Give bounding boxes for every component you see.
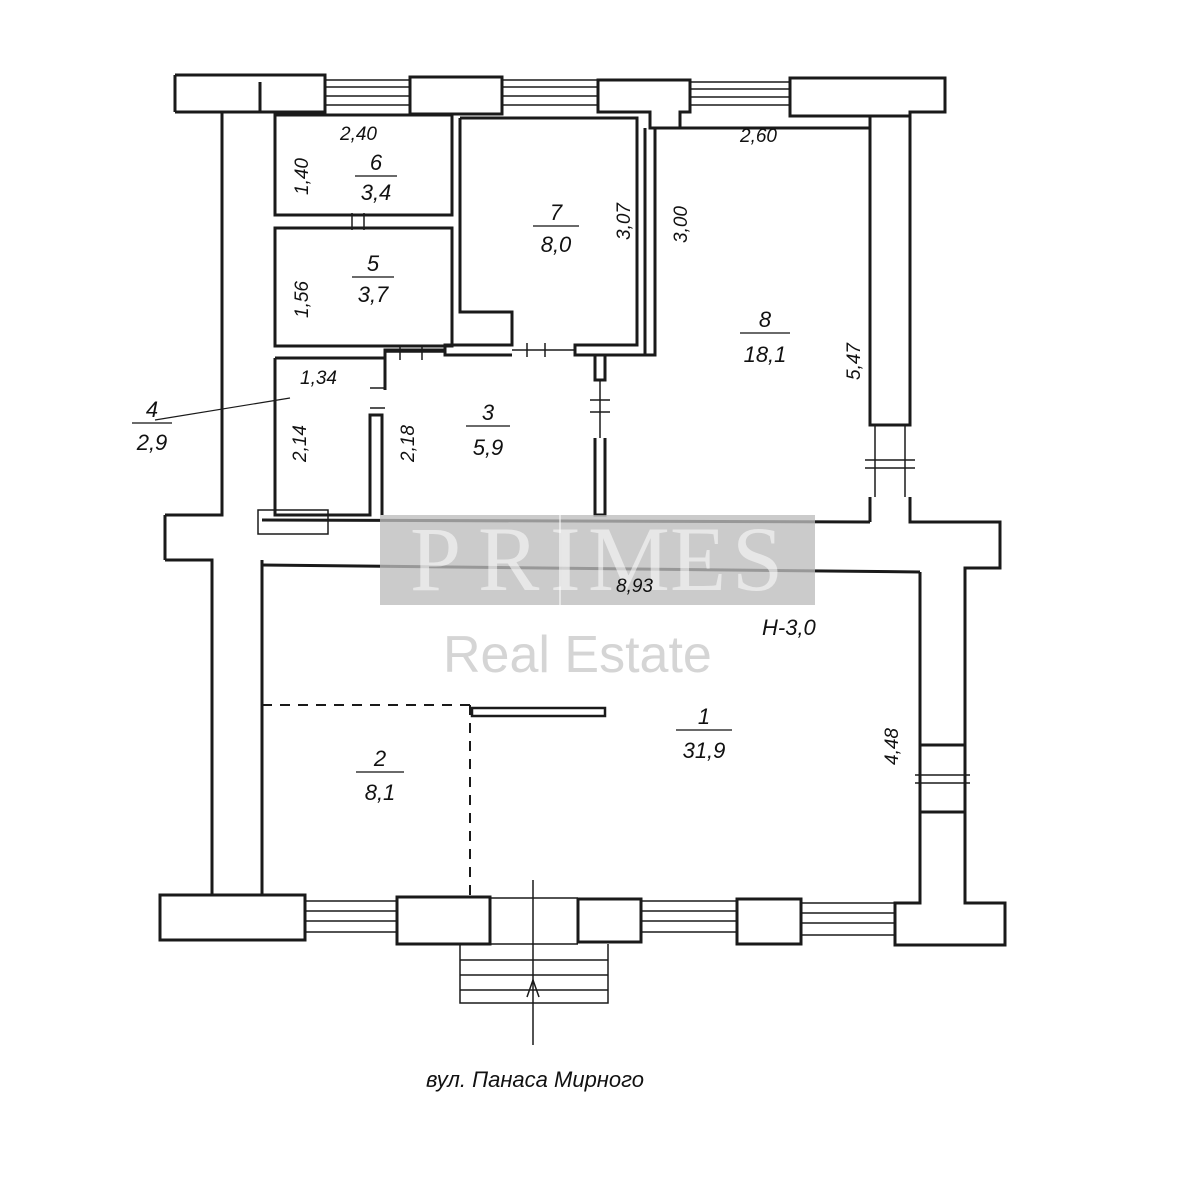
room-area: 8,0 — [541, 232, 572, 257]
room-area: 5,9 — [473, 435, 504, 460]
dimension-label: 5,47 — [844, 342, 865, 380]
right-exterior-wall — [865, 116, 1007, 947]
rooms-1-2-interior — [262, 704, 607, 897]
room-area: 31,9 — [683, 738, 726, 763]
room-number: 1 — [698, 704, 710, 729]
room-number: 8 — [759, 307, 772, 332]
room-area: 3,7 — [358, 282, 389, 307]
room-labels: 6 3,4 5 3,7 7 8,0 8 18,1 3 5,9 4 2,9 1 3… — [132, 150, 790, 805]
rooms-3-4-walls — [273, 345, 610, 517]
room-8-walls — [645, 126, 870, 357]
watermark-letter: S — [732, 508, 783, 610]
rooms-5-6-walls — [273, 113, 454, 348]
watermark-letter: P — [410, 508, 461, 610]
room-area: 3,4 — [361, 180, 392, 205]
dimension-label: 1,40 — [292, 158, 313, 195]
watermark: P R I M E S Real Estate — [380, 508, 815, 684]
watermark-letter: M — [588, 508, 670, 610]
top-windows — [325, 78, 946, 112]
room-number: 3 — [482, 400, 495, 425]
room-number: 5 — [367, 251, 380, 276]
room-number: 2 — [373, 746, 386, 771]
ceiling-height-label: Н-3,0 — [762, 615, 817, 640]
top-exterior-wall — [173, 73, 947, 130]
dimension-label: 3,00 — [671, 206, 692, 243]
watermark-letter: I — [550, 508, 581, 610]
dimension-label: 2,60 — [739, 126, 777, 147]
room-number: 6 — [370, 150, 383, 175]
dimension-label: 1,34 — [300, 368, 337, 389]
room-4-leader-line — [154, 397, 291, 421]
dimension-label: 2,14 — [290, 425, 311, 463]
watermark-band — [380, 515, 815, 605]
watermark-letter: E — [670, 508, 726, 610]
dimension-label: 2,18 — [398, 425, 419, 463]
watermark-subtitle: Real Estate — [443, 626, 712, 684]
watermark-letter: R — [478, 508, 540, 610]
room-number: 4 — [146, 397, 158, 422]
left-exterior-wall — [160, 110, 224, 897]
bottom-exterior-wall — [158, 893, 803, 946]
dimension-label: 8,93 — [616, 576, 653, 597]
room-area: 2,9 — [136, 430, 168, 455]
room-area: 8,1 — [365, 780, 396, 805]
bottom-windows — [305, 897, 895, 945]
room-area: 18,1 — [744, 342, 787, 367]
room-number: 7 — [550, 200, 563, 225]
street-label: вул. Панаса Мирного — [426, 1067, 644, 1092]
dimension-label: 3,07 — [614, 202, 635, 240]
dimension-label: 1,56 — [292, 281, 313, 318]
dimension-label: 4,48 — [882, 728, 903, 765]
entrance-steps — [459, 880, 609, 1045]
dimension-labels: 2,40 1,40 1,56 1,34 2,14 2,18 3,07 3,00 … — [290, 124, 903, 765]
dimension-label: 2,40 — [339, 124, 377, 145]
